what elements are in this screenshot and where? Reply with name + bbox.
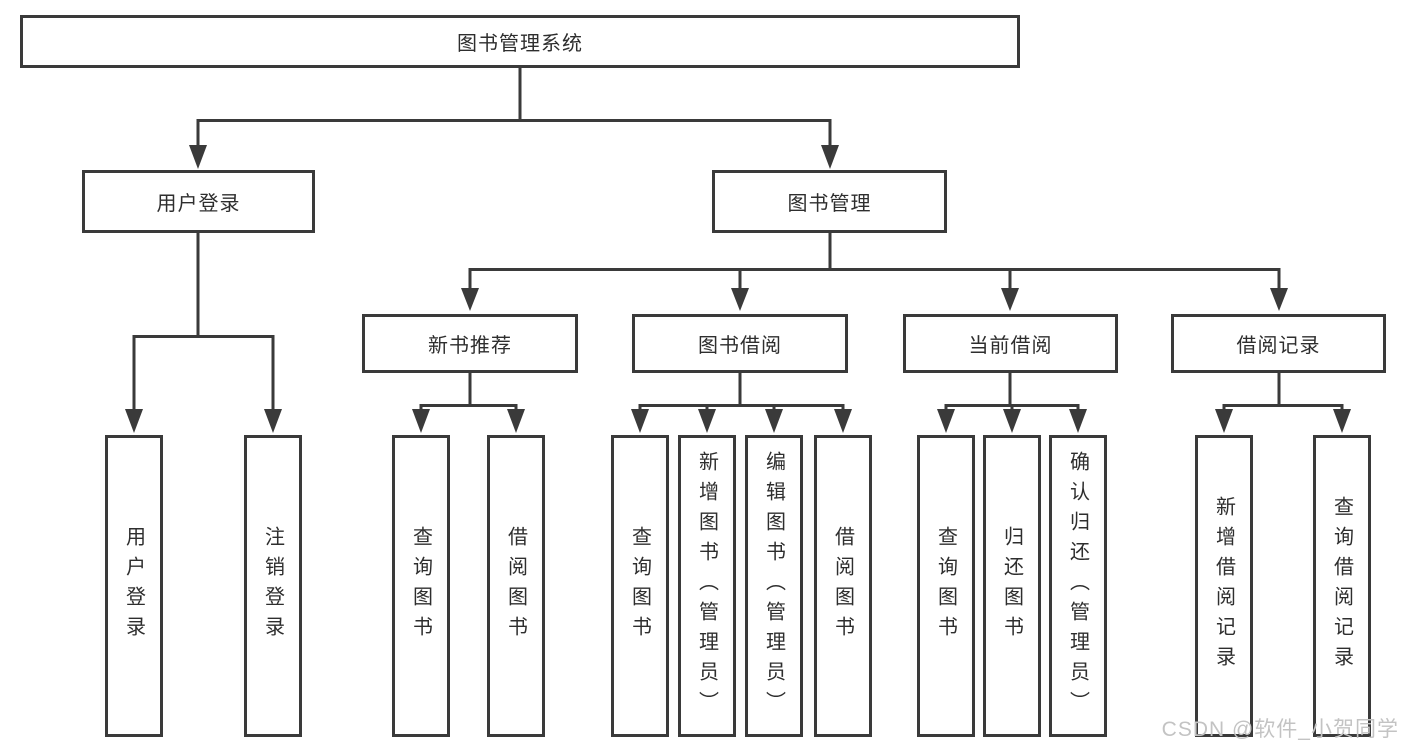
leaf-logout-label: 注销登录 xyxy=(261,526,284,646)
leaf-current-return-books-label: 归还图书 xyxy=(1000,526,1023,646)
node-user-login-label: 用户登录 xyxy=(156,193,241,215)
leaf-recommend-query-books-label: 查询图书 xyxy=(409,526,432,646)
node-current-borrowing: 当前借阅 xyxy=(903,314,1118,373)
leaf-records-add-record: 新增借阅记录 xyxy=(1195,435,1253,737)
leaf-borrowing-edit-books-admin-label: 编辑图书（管理员） xyxy=(762,451,785,721)
leaf-borrowing-add-books-admin-label: 新增图书（管理员） xyxy=(695,451,718,721)
csdn-watermark: CSDN @软件_小贺同学 xyxy=(1161,718,1399,741)
leaf-borrowing-query-books: 查询图书 xyxy=(611,435,669,737)
leaf-borrowing-edit-books-admin: 编辑图书（管理员） xyxy=(745,435,803,737)
node-new-book-recommend: 新书推荐 xyxy=(362,314,578,373)
node-borrowing-records: 借阅记录 xyxy=(1171,314,1386,373)
leaf-logout: 注销登录 xyxy=(244,435,302,737)
leaf-recommend-query-books: 查询图书 xyxy=(392,435,450,737)
leaf-borrowing-query-books-label: 查询图书 xyxy=(628,526,651,646)
node-book-borrowing: 图书借阅 xyxy=(632,314,848,373)
leaf-records-query-record-label: 查询借阅记录 xyxy=(1330,496,1353,676)
leaf-recommend-borrow-books-label: 借阅图书 xyxy=(504,526,527,646)
node-user-login: 用户登录 xyxy=(82,170,315,233)
leaf-borrowing-borrow-books-label: 借阅图书 xyxy=(831,526,854,646)
node-root-system-label: 图书管理系统 xyxy=(457,33,583,55)
node-root-system: 图书管理系统 xyxy=(20,15,1020,68)
leaf-user-login-label: 用户登录 xyxy=(122,526,145,646)
leaf-records-query-record: 查询借阅记录 xyxy=(1313,435,1371,737)
leaf-borrowing-add-books-admin: 新增图书（管理员） xyxy=(678,435,736,737)
node-book-management: 图书管理 xyxy=(712,170,947,233)
node-borrowing-records-label: 借阅记录 xyxy=(1236,335,1321,357)
node-current-borrowing-label: 当前借阅 xyxy=(968,335,1053,357)
leaf-current-query-books-label: 查询图书 xyxy=(934,526,957,646)
leaf-current-query-books: 查询图书 xyxy=(917,435,975,737)
leaf-current-confirm-return-admin-label: 确认归还（管理员） xyxy=(1066,451,1089,721)
node-book-management-label: 图书管理 xyxy=(787,193,872,215)
leaf-current-confirm-return-admin: 确认归还（管理员） xyxy=(1049,435,1107,737)
leaf-borrowing-borrow-books: 借阅图书 xyxy=(814,435,872,737)
node-new-book-recommend-label: 新书推荐 xyxy=(428,335,512,357)
leaf-records-add-record-label: 新增借阅记录 xyxy=(1212,496,1235,676)
leaf-current-return-books: 归还图书 xyxy=(983,435,1041,737)
node-book-borrowing-label: 图书借阅 xyxy=(698,335,782,357)
leaf-user-login: 用户登录 xyxy=(105,435,163,737)
leaf-recommend-borrow-books: 借阅图书 xyxy=(487,435,545,737)
